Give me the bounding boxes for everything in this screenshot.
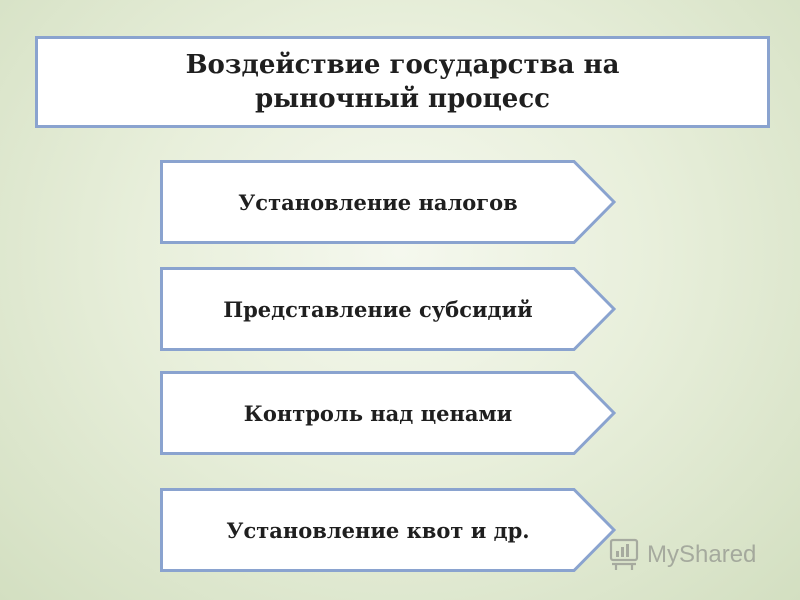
title-box: Воздействие государства на рыночный проц… <box>35 36 770 128</box>
chevron-item-taxes: Установление налогов <box>160 160 616 244</box>
myshared-logo-icon: MyShared <box>609 538 756 570</box>
watermark-text: MyShared <box>647 541 756 568</box>
chevron-arrow-shape <box>160 488 616 572</box>
chevron-item-subsidies: Представление субсидий <box>160 267 616 351</box>
chevron-arrow-shape <box>160 267 616 351</box>
chevron-item-price-control: Контроль над ценами <box>160 371 616 455</box>
chevron-label: Установление квот и др. <box>226 517 530 543</box>
slide-title: Воздействие государства на рыночный проц… <box>185 50 620 114</box>
chevron-label: Установление налогов <box>238 189 518 215</box>
chevron-arrow-shape <box>160 371 616 455</box>
chevron-label: Представление субсидий <box>223 296 533 322</box>
chevron-item-quotas: Установление квот и др. <box>160 488 616 572</box>
chevron-arrow-shape <box>160 160 616 244</box>
chevron-label: Контроль над ценами <box>243 400 513 426</box>
watermark-logo: MyShared <box>607 533 767 573</box>
